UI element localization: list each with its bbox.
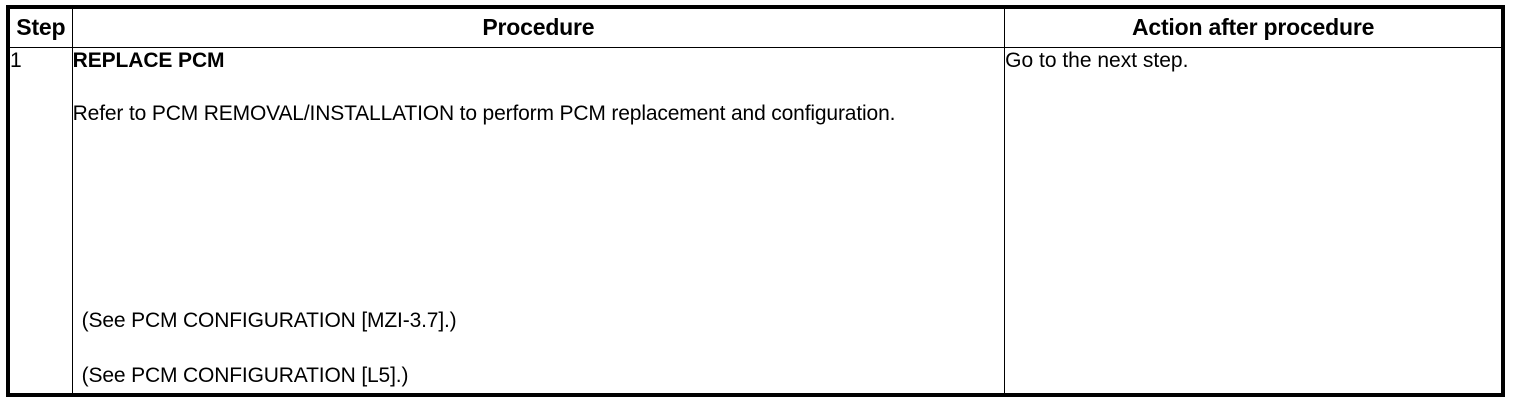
table-row: 1 REPLACE PCM Refer to PCM REMOVAL/INSTA…	[7, 47, 1504, 396]
column-header-procedure: Procedure	[71, 6, 1006, 48]
table-body: 1 REPLACE PCM Refer to PCM REMOVAL/INSTA…	[7, 47, 1504, 396]
step-number-cell: 1	[7, 47, 73, 396]
procedure-reference-link-1: (See PCM CONFIGURATION [MZI-3.7].)	[81, 308, 457, 332]
procedure-references: (See PCM CONFIGURATION [MZI-3.7].) (See …	[82, 308, 962, 390]
procedure-reference-link-2: (See PCM CONFIGURATION [L5].)	[81, 363, 409, 387]
table-header-row: Step Procedure Action after procedure	[7, 6, 1504, 48]
procedure-cell: REPLACE PCM Refer to PCM REMOVAL/INSTALL…	[71, 47, 1006, 396]
column-header-step: Step	[7, 6, 73, 48]
procedure-table: Step Procedure Action after procedure 1 …	[6, 5, 1505, 397]
column-header-action: Action after procedure	[1004, 6, 1504, 48]
action-after-procedure-cell: Go to the next step.	[1004, 47, 1504, 396]
procedure-description: Refer to PCM REMOVAL/INSTALLATION to per…	[72, 102, 896, 126]
table-header: Step Procedure Action after procedure	[7, 6, 1504, 48]
procedure-title: REPLACE PCM	[72, 49, 225, 72]
